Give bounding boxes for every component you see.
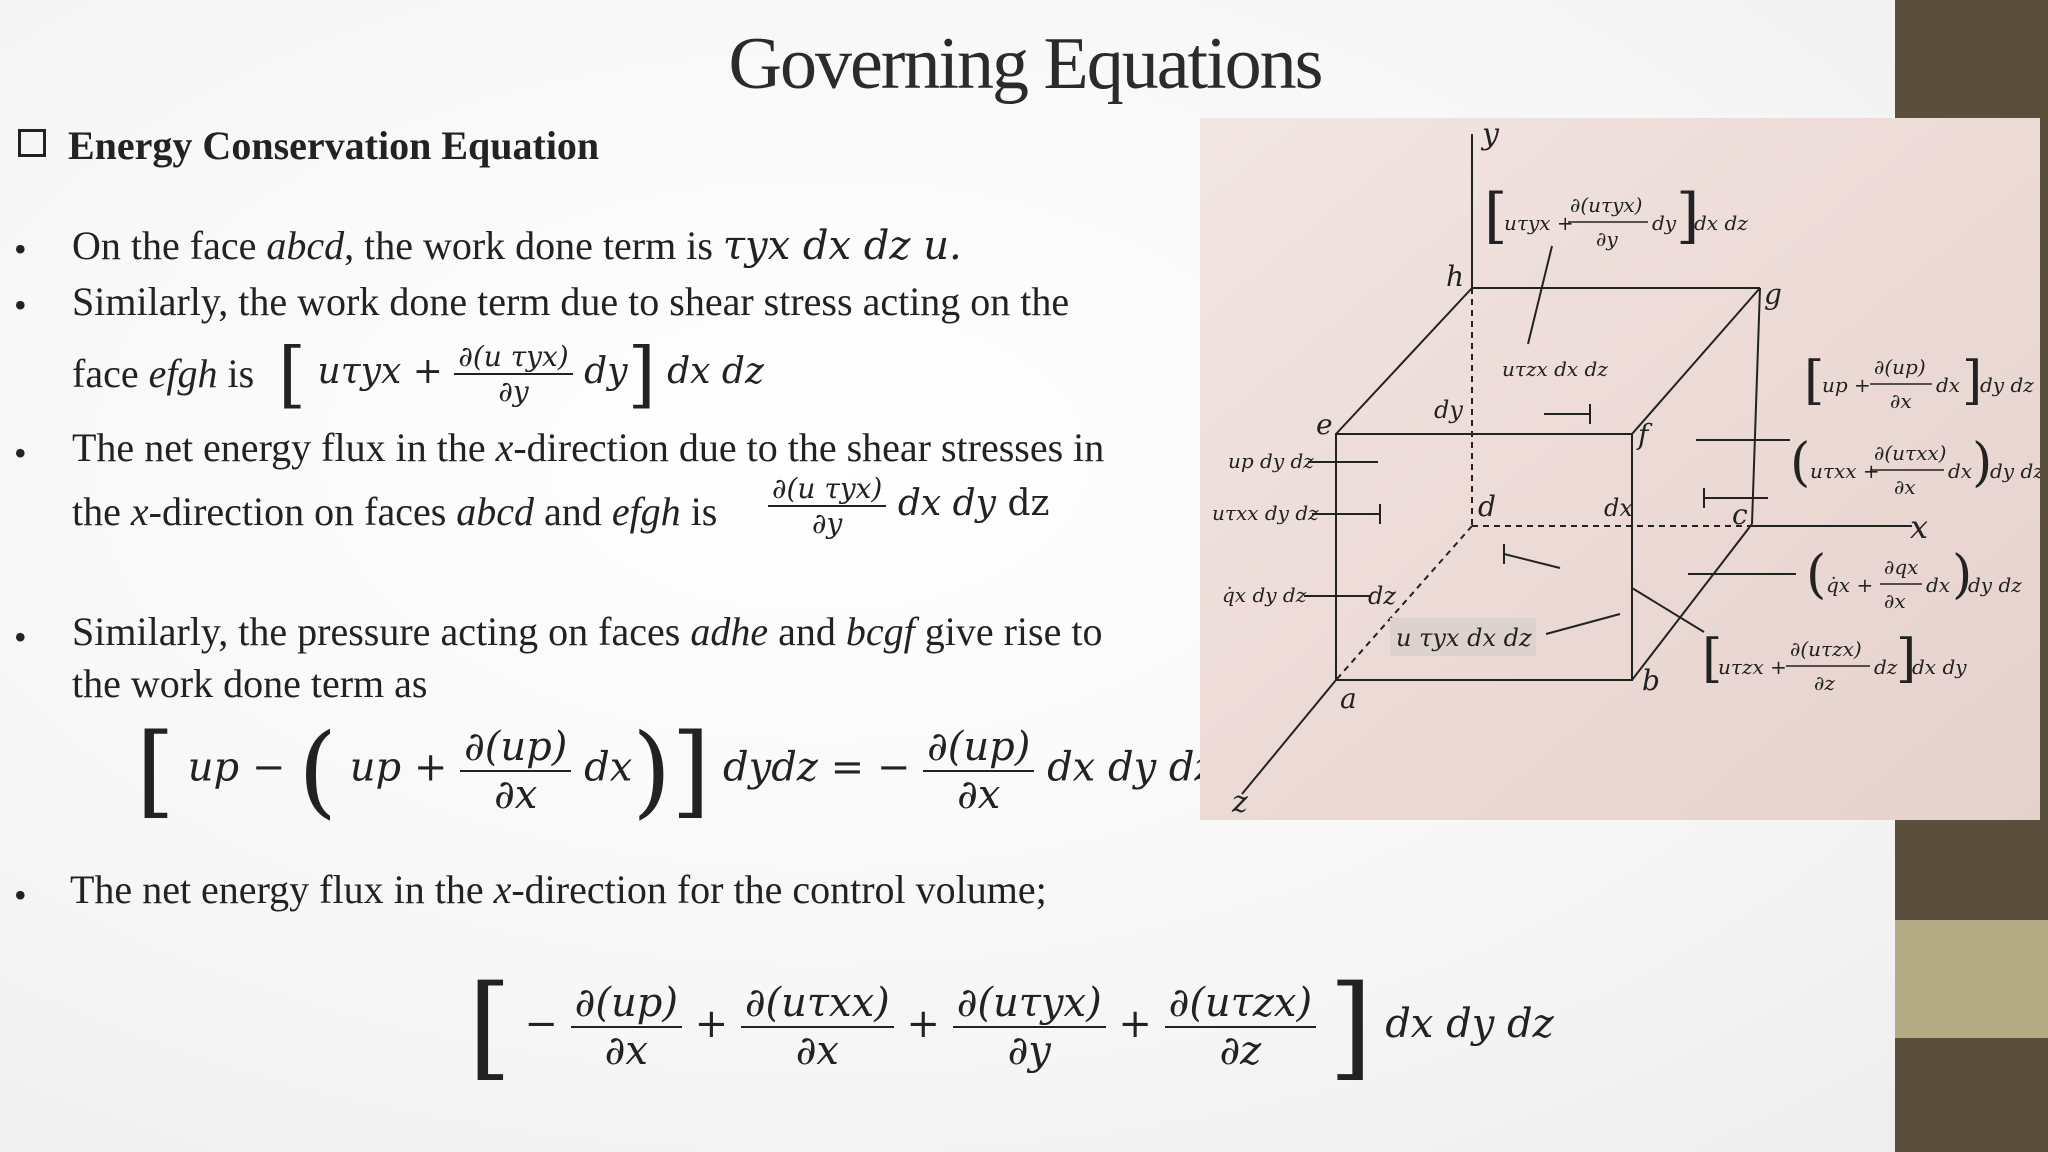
svg-text:uτzx +: uτzx + bbox=[1718, 655, 1787, 679]
equation-net-energy-flux: [ − ∂(up)∂x + ∂(uτxx)∂x + ∂(uτyx)∂y + ∂(… bbox=[468, 962, 1554, 1092]
svg-text:dx dy: dx dy bbox=[1912, 655, 1967, 679]
corner-g: g bbox=[1764, 278, 1782, 311]
left-flux-2: uτxx dy dz bbox=[1212, 501, 1319, 525]
corner-d: d bbox=[1478, 490, 1496, 523]
bullet-4-line-1: Similarly, the pressure acting on faces … bbox=[72, 609, 1103, 654]
svg-text:dx: dx bbox=[1948, 459, 1972, 483]
left-flux-1: up dy dz bbox=[1228, 449, 1314, 473]
svg-text:∂qx: ∂qx bbox=[1884, 555, 1918, 579]
corner-a: a bbox=[1340, 682, 1357, 715]
bullet-2-line-2: face efgh is bbox=[72, 351, 255, 396]
bullet-3-line-2: the x-direction on faces abcd and efgh i… bbox=[72, 489, 718, 534]
svg-text:dy dz: dy dz bbox=[1990, 459, 2040, 483]
right-flux-3: ( q̇x + ∂qx ∂x dx ) dy dz bbox=[1806, 545, 2022, 613]
svg-text:[: [ bbox=[1804, 351, 1824, 411]
section-heading: Energy Conservation Equation bbox=[18, 122, 599, 169]
top-flux-arrow bbox=[1527, 245, 1553, 345]
svg-text:∂(uτxx): ∂(uτxx) bbox=[1874, 441, 1946, 465]
cube-edge-cb bbox=[1631, 523, 1753, 681]
top-flux-den: ∂y bbox=[1596, 227, 1618, 251]
svg-text:]: ] bbox=[1896, 629, 1916, 689]
svg-text:dx: dx bbox=[1926, 573, 1950, 597]
bullet-icon: • bbox=[14, 433, 27, 473]
sidebar-block-bottom bbox=[1895, 1038, 2048, 1152]
bullet-1-text: On the face abcd, the work done term is … bbox=[72, 223, 962, 269]
photo-background bbox=[1200, 118, 2040, 820]
right-flux-2: ( uτxx + ∂(uτxx) ∂x dx ) dy dz bbox=[1790, 433, 2040, 499]
bullet-5-text: The net energy flux in the x-direction f… bbox=[70, 867, 1047, 912]
top-flux-b: dy bbox=[1652, 211, 1677, 235]
bullet-icon: • bbox=[14, 617, 27, 657]
svg-text:): ) bbox=[1972, 433, 1992, 493]
axis-y-label: y bbox=[1480, 118, 1500, 152]
svg-text:∂(uτzx): ∂(uτzx) bbox=[1790, 637, 1862, 661]
bracket-left: [ bbox=[1484, 181, 1507, 251]
bracket-right: ] bbox=[1676, 181, 1699, 251]
bullet-icon: • bbox=[14, 285, 27, 325]
right-flux-1: [ up + ∂(up) ∂x dx ] dy dz bbox=[1804, 351, 2034, 413]
svg-text:[: [ bbox=[1702, 629, 1722, 689]
bottom-inner-label: u τyx dx dz bbox=[1396, 624, 1532, 652]
equation-pressure-work: [ up − ( up + ∂(up)∂x dx)] dydz = − ∂(up… bbox=[136, 712, 1216, 829]
svg-text:): ) bbox=[1952, 545, 1972, 605]
checkbox-icon bbox=[18, 129, 46, 157]
z-axis bbox=[1241, 679, 1337, 795]
bullet-icon: • bbox=[14, 875, 27, 915]
svg-text:dx: dx bbox=[1936, 373, 1960, 397]
dim-dy: dy bbox=[1434, 396, 1463, 424]
bottom-inner-arrow-2 bbox=[1545, 613, 1621, 635]
svg-text:dy dz: dy dz bbox=[1968, 573, 2022, 597]
work-term: τyx dx dz u. bbox=[722, 223, 962, 269]
right-flux-4: [ uτzx + ∂(uτzx) ∂z dz ] dx dy bbox=[1702, 629, 1967, 695]
inner-top-label: uτzx dx dz bbox=[1502, 357, 1608, 381]
bottom-label-backdrop bbox=[1390, 618, 1536, 656]
svg-text:∂(up): ∂(up) bbox=[1874, 355, 1926, 379]
svg-text:q̇x +: q̇x + bbox=[1826, 573, 1873, 597]
top-flux-c: dx dz bbox=[1694, 211, 1748, 235]
axis-z-label: z bbox=[1231, 785, 1248, 820]
axis-x-label: x bbox=[1910, 508, 1928, 546]
svg-text:(: ( bbox=[1790, 433, 1810, 493]
top-flux-num: ∂(uτyx) bbox=[1570, 193, 1642, 217]
left-flux-3: q̇x dy dz bbox=[1222, 583, 1307, 607]
section-heading-text: Energy Conservation Equation bbox=[68, 123, 600, 168]
bullet-icon: • bbox=[14, 229, 27, 269]
corner-b: b bbox=[1642, 664, 1660, 697]
dim-dx: dx bbox=[1604, 494, 1633, 522]
control-volume-figure: y x z h g e f d c a b dy dx dz [ uτyx + … bbox=[1200, 118, 2040, 820]
corner-e: e bbox=[1316, 408, 1333, 441]
dim-dz: dz bbox=[1368, 582, 1396, 610]
bullet-3-line-1: The net energy flux in the x-direction d… bbox=[72, 425, 1105, 470]
svg-text:(: ( bbox=[1806, 545, 1826, 605]
svg-text:∂x: ∂x bbox=[1894, 475, 1916, 499]
bottom-inner-arrow-1 bbox=[1503, 553, 1561, 569]
cube-front-face bbox=[1335, 433, 1633, 681]
svg-text:uτxx +: uτxx + bbox=[1810, 459, 1880, 483]
right-arrow-4 bbox=[1631, 587, 1705, 633]
sidebar-block-accent bbox=[1895, 920, 2048, 1038]
cube-edge-gf bbox=[1631, 287, 1761, 435]
svg-text:dz: dz bbox=[1874, 655, 1898, 679]
svg-text:∂x: ∂x bbox=[1890, 389, 1912, 413]
cube-edge-he bbox=[1335, 287, 1473, 435]
svg-text:∂z: ∂z bbox=[1814, 671, 1835, 695]
svg-text:∂x: ∂x bbox=[1884, 589, 1906, 613]
bullet-2-line-1: Similarly, the work done term due to she… bbox=[72, 279, 1070, 324]
svg-text:dy dz: dy dz bbox=[1980, 373, 2034, 397]
equation-efgh-work: [ uτyx + ∂(u τyx)∂y dy] dx dz bbox=[278, 332, 764, 416]
z-axis-hidden bbox=[1335, 525, 1473, 681]
bullet-4-line-2: the work done term as bbox=[72, 661, 428, 706]
equation-net-shear-flux: ∂(u τyx)∂y dx dy dz bbox=[768, 472, 1049, 540]
corner-h: h bbox=[1446, 260, 1464, 293]
svg-text:up +: up + bbox=[1822, 373, 1871, 397]
corner-c: c bbox=[1732, 498, 1748, 531]
svg-text:]: ] bbox=[1962, 351, 1982, 411]
slide-title: Governing Equations bbox=[728, 23, 1324, 105]
cube-edge-gc bbox=[1751, 287, 1761, 525]
top-flux-a: uτyx + bbox=[1504, 211, 1574, 235]
